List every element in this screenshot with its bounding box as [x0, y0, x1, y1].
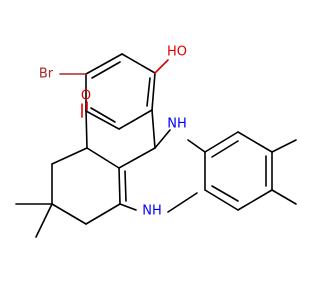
aryl-methyl-bond-2 — [271, 189, 297, 205]
aryl-ch-bond — [151, 109, 156, 149]
amine-lower-label: NH — [142, 204, 162, 219]
dimethylbenzene-ring — [204, 131, 273, 211]
bromine-label: Br — [39, 67, 54, 82]
molecule-drawing: Br HO O NH NH — [15, 45, 297, 238]
methyl-bond-2 — [35, 203, 53, 238]
diazepine-ring — [119, 129, 206, 213]
cyclohexenone-ring — [51, 109, 156, 225]
aryl-methyl-bond-1 — [271, 139, 297, 153]
structure-canvas: Br HO O NH NH — [15, 45, 297, 238]
bromophenol-ring — [85, 53, 156, 130]
ketone-oxygen-label: O — [81, 89, 91, 104]
hydroxyl-label: HO — [167, 45, 187, 60]
amine-upper-label: NH — [167, 117, 187, 132]
c-oh-bond — [154, 59, 169, 74]
